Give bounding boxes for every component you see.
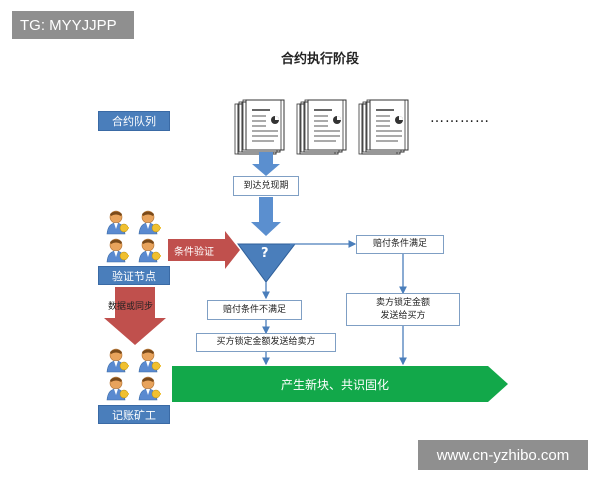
contract-doc-stack-3 [358, 99, 409, 155]
reach-date-box: 到达兑现期 [233, 176, 299, 196]
tg-badge: TG: MYYJJPP [12, 11, 134, 39]
miners-label: 记账矿工 [98, 405, 170, 424]
condition-not-met-box: 赔付条件不满足 [207, 300, 302, 320]
buyer-lock-box: 买方锁定金额发送给卖方 [196, 333, 336, 352]
decision-triangle [237, 243, 297, 283]
arrow-date-to-check [251, 197, 281, 236]
miners-icon [106, 348, 162, 401]
site-watermark: www.cn-yzhibo.com [418, 440, 588, 470]
contract-doc-stack-1 [234, 99, 285, 155]
sync-label: 数据或同步 [108, 302, 154, 312]
contract-queue-label: 合约队列 [98, 111, 170, 131]
diagram-title: 合约执行阶段 [280, 52, 359, 67]
validator-nodes-icon [106, 210, 162, 263]
consensus-band [172, 366, 508, 402]
arrow-docs-to-date [252, 152, 280, 176]
condition-check-label: 条件验证 [174, 247, 214, 258]
seller-lock-line-1: 卖方锁定金额 [375, 297, 430, 308]
condition-check-arrow [168, 231, 240, 269]
contract-doc-stack-2 [296, 99, 347, 155]
consensus-band-label: 产生新块、共识固化 [280, 378, 389, 392]
condition-met-box: 赔付条件满足 [356, 235, 444, 254]
more-contracts-ellipsis: ………… [430, 110, 490, 126]
seller-lock-line-2: 发送给买方 [380, 310, 426, 321]
sync-down-arrow [104, 287, 166, 345]
seller-lock-box: 卖方锁定金额 发送给买方 [346, 293, 460, 326]
validator-nodes-label: 验证节点 [98, 266, 170, 285]
decision-question-mark: ? [261, 246, 269, 261]
